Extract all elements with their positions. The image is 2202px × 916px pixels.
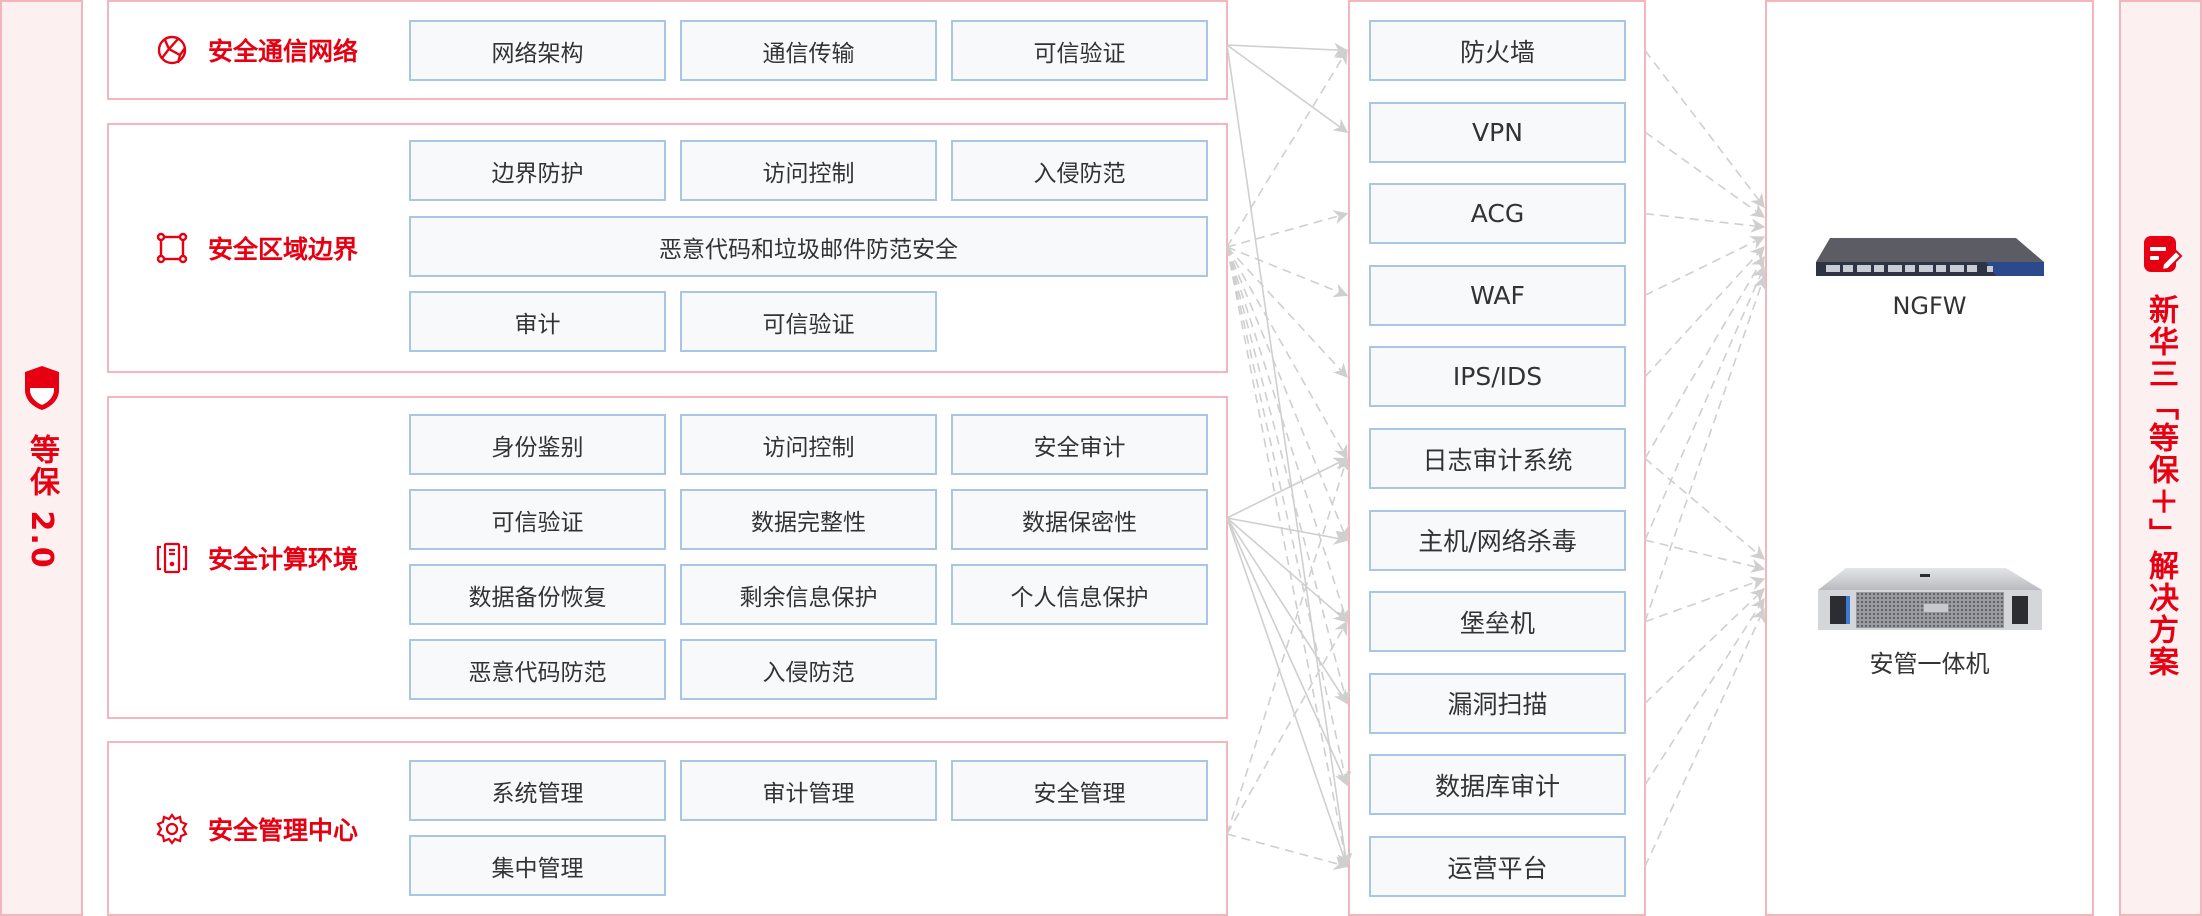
section-to-product-arrow	[1226, 246, 1352, 787]
right-banner: 新华三「等保＋」解决方案	[2119, 0, 2202, 916]
section-to-product-arrow	[1226, 44, 1353, 868]
capability-item[interactable]: 通信传输	[680, 20, 937, 81]
section-to-product-arrow	[1226, 457, 1350, 835]
section-to-product-arrow	[1226, 833, 1349, 871]
capability-item[interactable]: 访问控制	[680, 414, 937, 475]
product-item[interactable]: 日志审计系统	[1369, 428, 1626, 489]
product-to-device-arrow	[1644, 607, 1766, 867]
device-panel: NGFW 安	[1765, 0, 2094, 916]
capability-item[interactable]: 可信验证	[951, 20, 1208, 81]
capability-item[interactable]: 入侵防范	[951, 140, 1208, 201]
globe-network-icon	[156, 34, 188, 66]
device-label: 安管一体机	[1869, 650, 1990, 678]
product-to-device-arrow	[1644, 245, 1765, 378]
section-to-product-arrow	[1226, 42, 1349, 58]
device-security-management-server[interactable]: 安管一体机	[1767, 568, 2092, 679]
device-ngfw[interactable]: NGFW	[1767, 232, 2092, 320]
left-banner: 等保 2.0	[0, 0, 83, 916]
product-to-device-arrow	[1644, 457, 1766, 560]
capability-item[interactable]: 数据完整性	[680, 489, 937, 550]
product-item[interactable]: 防火墙	[1369, 20, 1626, 81]
capability-item[interactable]: 系统管理	[409, 760, 666, 821]
right-banner-label: 新华三「等保＋」解决方案	[2143, 294, 2178, 678]
capability-item[interactable]: 审计管理	[680, 760, 937, 821]
section-to-product-arrow	[1226, 246, 1348, 460]
capability-item[interactable]: 数据保密性	[951, 489, 1208, 550]
capability-item[interactable]: 访问控制	[680, 140, 937, 201]
capability-item[interactable]: 身份鉴别	[409, 414, 666, 475]
product-to-device-arrow	[1644, 131, 1766, 218]
left-banner-label: 等保 2.0	[24, 434, 59, 570]
capability-item[interactable]: 可信验证	[409, 489, 666, 550]
section-to-product-arrow	[1226, 246, 1349, 298]
server-icon	[156, 542, 188, 574]
product-to-device-arrow	[1644, 50, 1765, 209]
section-to-product-arrow	[1226, 210, 1349, 248]
section-title: 安全区域边界	[208, 235, 359, 264]
capability-item[interactable]: 网络架构	[409, 20, 666, 81]
capability-item[interactable]: 恶意代码和垃圾邮件防范安全	[409, 216, 1208, 277]
product-item[interactable]: 数据库审计	[1369, 754, 1626, 816]
capability-item[interactable]: 入侵防范	[680, 639, 937, 700]
boundary-nodes-icon	[156, 232, 188, 264]
rack-server-image	[1816, 568, 2044, 632]
capability-item[interactable]: 安全审计	[951, 414, 1208, 475]
section-title: 安全通信网络	[208, 37, 359, 66]
product-item[interactable]: 主机/网络杀毒	[1369, 509, 1626, 571]
section-to-product-arrow	[1226, 44, 1349, 133]
product-item[interactable]: 堡垒机	[1369, 591, 1626, 653]
section-to-product-arrow	[1226, 457, 1349, 519]
section-to-product-arrow	[1226, 49, 1348, 248]
product-to-device-arrow	[1644, 236, 1766, 297]
product-to-device-arrow	[1644, 588, 1766, 704]
section-to-product-arrow	[1226, 246, 1352, 868]
section-to-product-arrow	[1226, 517, 1349, 787]
product-to-device-arrow	[1644, 539, 1766, 573]
capability-item[interactable]: 恶意代码防范	[409, 639, 666, 700]
product-item[interactable]: IPS/IDS	[1369, 346, 1626, 408]
section-title: 安全管理中心	[208, 815, 359, 845]
product-item[interactable]: ACG	[1369, 183, 1626, 245]
section-to-product-arrow	[1226, 517, 1348, 705]
device-label: NGFW	[1892, 292, 1967, 320]
capability-item[interactable]: 安全管理	[951, 760, 1208, 821]
section-to-product-arrow	[1226, 246, 1348, 378]
product-item[interactable]: 运营平台	[1369, 836, 1626, 897]
capability-item[interactable]: 集中管理	[409, 835, 666, 896]
product-to-device-arrow	[1644, 255, 1765, 459]
capability-item[interactable]: 可信验证	[680, 291, 937, 352]
section-to-product-arrow	[1226, 517, 1349, 623]
product-to-device-arrow	[1644, 212, 1766, 233]
product-to-device-arrow	[1644, 576, 1766, 623]
product-item[interactable]: 漏洞扫描	[1369, 672, 1626, 734]
capability-item[interactable]: 审计	[409, 291, 666, 352]
product-item[interactable]: WAF	[1369, 264, 1626, 326]
section-to-product-arrow	[1226, 517, 1350, 868]
section-to-product-arrow	[1226, 246, 1351, 705]
edit-document-icon	[2143, 234, 2183, 274]
product-to-device-arrow	[1644, 597, 1765, 786]
product-to-device-arrow	[1644, 275, 1767, 622]
section-to-product-arrow	[1226, 620, 1348, 835]
capability-item[interactable]: 边界防护	[409, 140, 666, 201]
shield-icon	[22, 364, 62, 412]
section-to-product-arrow	[1226, 246, 1349, 542]
section-title: 安全计算环境	[208, 544, 359, 574]
product-item[interactable]: VPN	[1369, 101, 1626, 163]
capability-item[interactable]: 数据备份恢复	[409, 564, 666, 625]
capability-item[interactable]: 剩余信息保护	[680, 564, 937, 625]
product-to-device-arrow	[1644, 265, 1766, 541]
section-to-product-arrow	[1226, 517, 1349, 545]
gear-icon	[156, 812, 188, 845]
firewall-appliance-image	[1815, 232, 2044, 280]
capability-item[interactable]: 个人信息保护	[951, 564, 1208, 625]
section-to-product-arrow	[1226, 246, 1350, 624]
